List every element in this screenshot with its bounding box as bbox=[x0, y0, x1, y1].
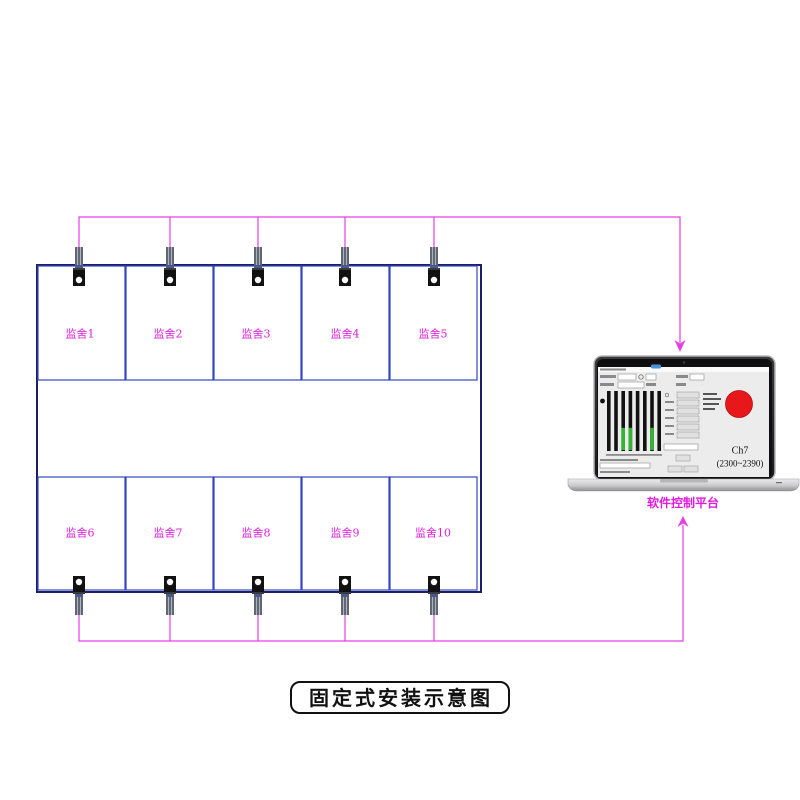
room-label-4: 监舍4 bbox=[331, 327, 360, 341]
ui-input bbox=[617, 373, 637, 381]
laptop-indicator-light bbox=[776, 482, 782, 484]
sensor-icon bbox=[72, 575, 86, 616]
signal-bar bbox=[621, 391, 625, 451]
ui-button bbox=[676, 431, 700, 439]
ui-button bbox=[676, 423, 700, 431]
laptop-opening-notch bbox=[660, 479, 708, 483]
ui-text-placeholder bbox=[600, 459, 638, 461]
bottom-wiring bbox=[78, 516, 689, 642]
alarm-indicator-icon bbox=[725, 390, 753, 418]
window-badge bbox=[651, 364, 661, 369]
ui-text-placeholder bbox=[665, 425, 674, 427]
signal-bar bbox=[607, 391, 611, 451]
ui-button bbox=[676, 391, 700, 399]
ui-radio-icon bbox=[664, 392, 670, 398]
ui-button bbox=[676, 407, 700, 415]
title-text: 固定式安装示意图 bbox=[309, 686, 493, 710]
ui-input bbox=[663, 443, 699, 451]
sensor-icon bbox=[338, 575, 352, 616]
ui-text-placeholder bbox=[703, 403, 719, 405]
ui-text-placeholder bbox=[665, 401, 674, 403]
bottom-bus-wire bbox=[78, 525, 684, 642]
window-title-placeholder bbox=[600, 368, 626, 371]
arrow-up-icon bbox=[677, 516, 689, 527]
ui-input bbox=[689, 373, 705, 381]
ui-text-placeholder bbox=[676, 375, 688, 378]
sensor-icon bbox=[251, 575, 265, 616]
signal-bar-level bbox=[621, 427, 625, 450]
room-label-5: 监舍5 bbox=[419, 327, 448, 341]
ui-text-placeholder bbox=[600, 471, 630, 473]
ui-text-placeholder bbox=[676, 383, 686, 386]
signal-bar bbox=[635, 391, 640, 451]
window-title-bar bbox=[598, 367, 769, 372]
status-area: Ch7 (2300~2390) bbox=[703, 390, 764, 469]
platform-label: 软件控制平台 bbox=[647, 495, 719, 510]
signal-bar bbox=[650, 391, 654, 451]
laptop-icon: Ch7 (2300~2390) bbox=[567, 355, 800, 492]
room-label-8: 监舍8 bbox=[242, 526, 271, 540]
frequency-range-label: (2300~2390) bbox=[717, 459, 764, 469]
button-column bbox=[663, 391, 700, 473]
sensor-icon bbox=[427, 575, 441, 616]
laptop-base-body bbox=[567, 478, 800, 492]
signal-bar-level bbox=[628, 427, 633, 450]
ui-radio-icon bbox=[638, 374, 644, 380]
ui-button bbox=[676, 399, 700, 407]
ui-input bbox=[645, 373, 657, 381]
ui-text-placeholder bbox=[665, 433, 674, 435]
ui-text-placeholder bbox=[703, 398, 721, 400]
ui-button bbox=[683, 465, 699, 473]
diagram-title: 固定式安装示意图 bbox=[290, 681, 510, 714]
ui-input bbox=[617, 381, 645, 389]
ui-button bbox=[676, 415, 700, 423]
ui-input bbox=[599, 462, 651, 469]
room-label-2: 监舍2 bbox=[154, 327, 183, 341]
signal-bar bbox=[657, 391, 661, 451]
title-box bbox=[290, 681, 510, 714]
channel-label: Ch7 bbox=[732, 446, 749, 457]
room-label-6: 监舍6 bbox=[66, 526, 95, 540]
laptop-screen: Ch7 (2300~2390) bbox=[598, 364, 769, 477]
signal-bar bbox=[643, 391, 647, 451]
camera-icon bbox=[682, 361, 686, 364]
arrow-down-icon bbox=[674, 340, 686, 352]
ui-text-placeholder bbox=[665, 417, 674, 419]
room-label-7: 监舍7 bbox=[154, 526, 183, 540]
ui-text-placeholder bbox=[600, 383, 614, 386]
axis-tick-labels bbox=[606, 454, 662, 456]
room-labels: 监舍1 监舍2 监舍3 监舍4 监舍5 监舍6 监舍7 监舍8 监舍9 监舍10 bbox=[66, 327, 452, 540]
room-label-3: 监舍3 bbox=[242, 327, 271, 341]
bar-axis-and-fields bbox=[599, 454, 662, 473]
laptop-base bbox=[567, 478, 800, 492]
top-bus-wire bbox=[78, 216, 681, 343]
ui-text-placeholder bbox=[665, 409, 674, 411]
ui-text-placeholder bbox=[703, 393, 717, 395]
ui-text-placeholder bbox=[646, 383, 656, 386]
room-label-10: 监舍10 bbox=[415, 526, 451, 540]
ui-button bbox=[675, 454, 691, 462]
room-label-1: 监舍1 bbox=[66, 327, 95, 341]
room-label-9: 监舍9 bbox=[331, 526, 360, 540]
ui-text-placeholder bbox=[703, 408, 715, 410]
building-floorplan: 监舍1 监舍2 监舍3 监舍4 监舍5 监舍6 监舍7 监舍8 监舍9 监舍10 bbox=[36, 264, 482, 593]
sensor-icon bbox=[163, 575, 177, 616]
building-outer-wall bbox=[36, 264, 482, 593]
signal-bar-level bbox=[650, 427, 654, 450]
settings-rows bbox=[600, 373, 705, 389]
ui-button bbox=[667, 465, 683, 473]
top-wiring bbox=[78, 216, 686, 352]
signal-bar bbox=[614, 391, 618, 451]
signal-bar-panel bbox=[607, 391, 661, 451]
signal-bar bbox=[628, 391, 633, 451]
ui-text-placeholder bbox=[600, 375, 616, 378]
status-dot-icon bbox=[600, 398, 605, 404]
